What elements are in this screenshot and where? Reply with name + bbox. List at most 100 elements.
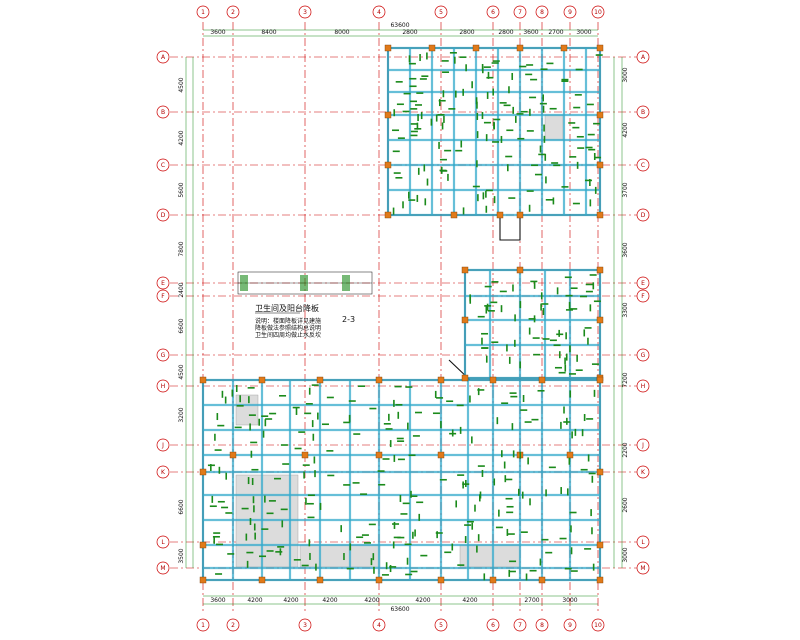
rebar-mark (352, 482, 360, 484)
grid-bubble-label: G (641, 352, 646, 359)
rebar-mark (392, 523, 400, 525)
rebar-mark (221, 506, 229, 509)
rebar-mark (216, 543, 224, 546)
grid-bubble-label: K (641, 469, 646, 476)
column (384, 44, 392, 52)
rebar-mark (250, 450, 253, 458)
rebar-mark (503, 104, 511, 107)
rebar-mark (539, 102, 547, 105)
rebar-mark (563, 406, 565, 414)
rebar-mark (477, 389, 485, 391)
rebar-mark (311, 420, 314, 428)
rebar-mark (576, 354, 578, 362)
rebar-mark (565, 353, 568, 361)
rebar-mark (383, 423, 391, 425)
grid-bubble (196, 618, 210, 632)
rebar-mark (471, 436, 473, 444)
grid-bubble-label: 10 (594, 9, 602, 16)
rebar-mark (486, 91, 489, 99)
rebar-mark (225, 472, 228, 480)
rebar-mark (545, 176, 547, 184)
rebar-mark (388, 413, 390, 421)
rebar-mark (514, 314, 516, 322)
rebar-mark (492, 88, 494, 96)
rebar-mark (486, 303, 489, 311)
rebar-mark (264, 495, 266, 503)
rebar-mark (215, 573, 223, 575)
rebar-mark (593, 300, 601, 303)
rebar-mark (438, 99, 441, 107)
rebar-mark (410, 108, 418, 110)
rebar-mark (211, 495, 214, 503)
dim-label: 3000 (576, 29, 591, 36)
rebar-mark (571, 431, 573, 439)
rebar-mark (574, 428, 577, 436)
grid-bubble (563, 5, 577, 19)
rebar-mark (412, 435, 420, 437)
rebar-mark (484, 285, 492, 288)
rebar-mark (564, 567, 572, 570)
rebar-mark (481, 332, 489, 335)
rebar-mark (408, 191, 410, 199)
column (375, 576, 383, 584)
column (384, 161, 392, 169)
column (258, 376, 266, 384)
column (596, 111, 604, 119)
rebar-mark (462, 207, 465, 215)
rebar-mark (213, 532, 221, 534)
rebar-mark (533, 315, 536, 323)
rebar-mark (385, 562, 388, 570)
dim-label: 4200 (283, 597, 298, 604)
rebar-mark (465, 64, 467, 72)
rebar-mark (207, 464, 215, 467)
rebar-mark (591, 363, 599, 365)
dim-label: 2200 (622, 442, 629, 457)
rebar-mark (234, 426, 242, 429)
rebar-mark (393, 109, 396, 117)
rebar-mark (447, 173, 449, 181)
rebar-mark (540, 68, 548, 71)
grid-bubble (636, 105, 650, 119)
rebar-mark (585, 290, 593, 293)
column (496, 211, 504, 219)
rebar-mark (213, 536, 215, 544)
rebar-mark (570, 308, 578, 310)
grid-bubble-label: D (641, 212, 646, 219)
dim-label: 3600 (523, 29, 538, 36)
rebar-mark (577, 147, 585, 149)
rebar-mark (543, 135, 546, 143)
rebar-mark (524, 421, 532, 423)
rebar-mark (506, 528, 509, 536)
rebar-mark (588, 472, 596, 475)
rebar-mark (212, 535, 220, 538)
top-dimension-chain (203, 29, 598, 37)
dim-label: 4200 (415, 597, 430, 604)
rebar-mark (519, 65, 527, 68)
rebar-mark (504, 475, 507, 483)
grid-bubble-label: D (161, 212, 166, 219)
rebar-mark (430, 118, 433, 126)
rebar-mark (531, 164, 539, 167)
rebar-mark (439, 158, 447, 161)
rebar-mark (554, 366, 562, 369)
rebar-mark (393, 536, 401, 539)
rebar-mark (416, 501, 424, 504)
rebar-mark (252, 496, 255, 504)
rebar-mark (441, 122, 444, 130)
dim-label: 4200 (322, 597, 337, 604)
rebar-mark (265, 418, 273, 420)
grid-bubble (636, 289, 650, 303)
rebar-mark (530, 280, 538, 283)
grid-bubble-label: G (161, 352, 166, 359)
rebar-mark (221, 390, 224, 398)
grid-bubble-label: 9 (568, 622, 572, 629)
right-dimension-labels: 3000 4200 3700 3600 3300 7200 2200 2600 … (622, 67, 629, 562)
rebar-mark (493, 478, 496, 486)
rebar-mark (476, 131, 479, 139)
rebar-mark (417, 167, 420, 175)
dim-label: 2700 (524, 597, 539, 604)
column (566, 451, 574, 459)
rebar-mark (593, 122, 601, 125)
rebar-mark (519, 361, 521, 369)
rebar-mark (580, 468, 588, 471)
